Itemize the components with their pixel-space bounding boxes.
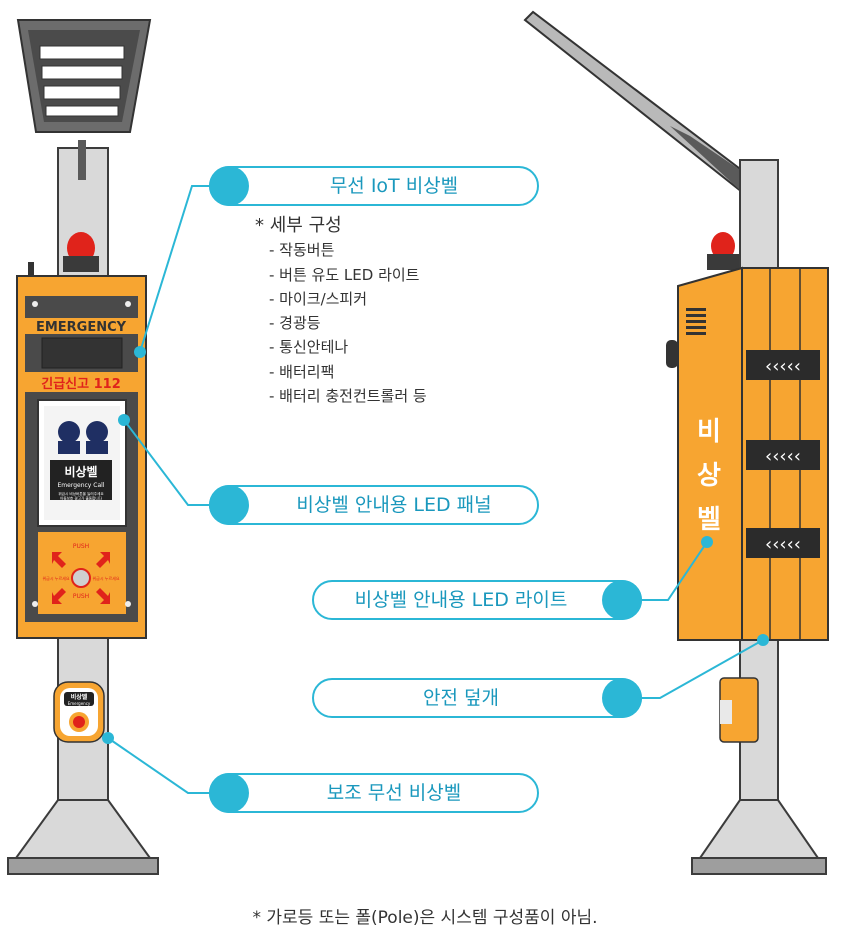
callout-dots — [102, 346, 769, 744]
button-caption-left: 위급시 누르세요 — [42, 575, 69, 581]
callout-guide-light-label: 비상벨 안내용 LED 라이트 — [354, 589, 568, 611]
callout-dot-icon — [209, 773, 249, 813]
svg-text:‹‹‹‹‹: ‹‹‹‹‹ — [765, 356, 801, 377]
callout-safety-cover-label: 안전 덮개 — [423, 687, 499, 709]
push-label-bottom: PUSH — [73, 593, 89, 600]
callout-dot-icon — [602, 580, 642, 620]
report-label: 긴급신고 112 — [41, 376, 121, 392]
side-vertical-char-1: 비 — [697, 417, 721, 447]
wireless-iot-bell: EMERGENCY 긴급신고 112 비상벨 Emergency Call 위급… — [16, 232, 147, 639]
button-caption-right: 위급시 누르세요 — [92, 575, 119, 581]
details-item: - 작동버튼 — [269, 241, 335, 260]
details-heading: * 세부 구성 — [255, 215, 342, 236]
svg-text:‹‹‹‹‹: ‹‹‹‹‹ — [765, 534, 801, 555]
arrow-icons — [52, 552, 110, 604]
emergency-label: EMERGENCY — [36, 320, 127, 335]
callout-dot-icon — [209, 166, 249, 206]
callout-wireless-iot-label: 무선 IoT 비상벨 — [329, 175, 459, 197]
aux-wireless-bell: 비상벨 Emergency — [53, 681, 105, 743]
panel-text-2: 아동보호 경고가 출동합니다 — [60, 496, 103, 501]
side-view-bell: 비 상 벨 ‹‹‹‹‹ ‹‹‹‹‹ ‹‹‹‹‹ — [666, 232, 829, 743]
callout-dot-icon — [209, 485, 249, 525]
side-vertical-char-2: 상 — [697, 461, 721, 491]
details-list: * 세부 구성 - 작동버튼 - 버튼 유도 LED 라이트 - 마이크/스피커… — [255, 214, 427, 408]
aux-subtitle: Emergency — [68, 701, 91, 706]
callout-dot-icon — [602, 678, 642, 718]
callout-guide-panel-label: 비상벨 안내용 LED 패널 — [296, 494, 492, 516]
callout-wireless-iot: 무선 IoT 비상벨 — [209, 166, 539, 206]
callout-guide-light: 비상벨 안내용 LED 라이트 — [312, 580, 642, 620]
callout-guide-panel: 비상벨 안내용 LED 패널 — [209, 485, 539, 525]
panel-text-1: 위급시 비상버튼을 눌러주세요 — [58, 491, 104, 496]
callout-safety-cover: 안전 덮개 — [312, 678, 642, 718]
details-item: - 버튼 유도 LED 라이트 — [269, 265, 420, 284]
side-vertical-char-3: 벨 — [697, 505, 721, 535]
vent-icon — [686, 308, 706, 335]
aux-title: 비상벨 — [71, 693, 88, 701]
callout-aux-wireless-label: 보조 무선 비상벨 — [326, 782, 462, 804]
details-item: - 배터리 충전컨트롤러 등 — [269, 387, 427, 406]
safety-cover — [719, 677, 759, 743]
led-chevron-light: ‹‹‹‹‹ ‹‹‹‹‹ ‹‹‹‹‹ — [746, 350, 820, 558]
push-label-top: PUSH — [73, 543, 89, 550]
details-item: - 경광등 — [269, 314, 321, 333]
callout-aux-wireless: 보조 무선 비상벨 — [209, 773, 539, 813]
details-item: - 마이크/스피커 — [269, 289, 368, 308]
details-item: - 배터리팩 — [269, 362, 335, 381]
panel-subtitle: Emergency Call — [58, 482, 105, 489]
footnote: * 가로등 또는 폴(Pole)은 시스템 구성품이 아님. — [252, 908, 598, 928]
svg-text:‹‹‹‹‹: ‹‹‹‹‹ — [765, 446, 801, 467]
panel-title: 비상벨 — [64, 464, 97, 479]
details-item: - 통신안테나 — [269, 338, 349, 357]
